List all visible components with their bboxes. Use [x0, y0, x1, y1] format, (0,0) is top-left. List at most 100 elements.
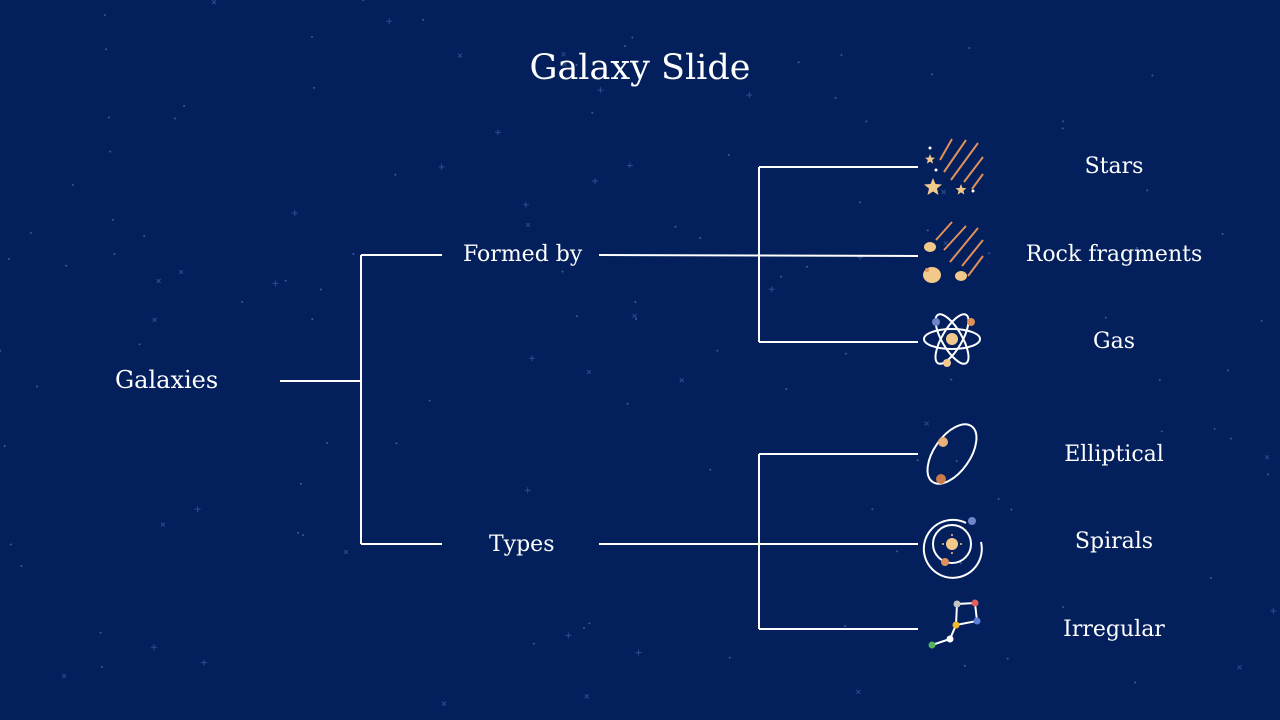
background-star	[896, 550, 899, 553]
background-star	[1213, 427, 1216, 430]
background-star	[522, 201, 529, 208]
background-star	[834, 96, 837, 99]
background-star	[529, 355, 536, 362]
background-star	[626, 402, 629, 405]
leaf-node-gas: Gas	[1093, 329, 1135, 354]
background-star	[178, 269, 184, 275]
background-star	[1237, 664, 1242, 670]
background-star	[302, 534, 304, 536]
background-star	[422, 18, 425, 21]
background-star	[313, 86, 315, 89]
background-star	[844, 625, 847, 628]
background-star	[699, 236, 702, 239]
background-star	[109, 150, 112, 153]
background-star	[1266, 473, 1269, 476]
background-star	[632, 313, 637, 319]
leaf-node-rock-fragments: Rock fragments	[1025, 242, 1203, 267]
background-star	[152, 317, 157, 323]
background-star	[311, 318, 314, 321]
background-star	[955, 460, 958, 462]
background-star	[865, 120, 868, 123]
leaf-node-spirals: Spirals	[1074, 529, 1154, 554]
background-star	[1158, 379, 1161, 382]
background-star	[291, 210, 298, 217]
background-star	[241, 300, 244, 303]
background-star	[386, 18, 393, 25]
background-star	[709, 468, 712, 471]
background-star	[1264, 454, 1270, 460]
background-star	[272, 280, 279, 287]
background-star	[855, 689, 861, 695]
background-star	[428, 399, 431, 402]
background-star	[441, 701, 447, 707]
background-star	[592, 177, 599, 184]
background-star	[99, 631, 102, 634]
background-star	[1160, 430, 1163, 433]
background-star	[871, 508, 874, 511]
background-star	[525, 222, 531, 228]
background-star	[575, 315, 578, 318]
background-star	[65, 264, 68, 267]
background-star	[626, 162, 633, 169]
background-star	[143, 235, 146, 238]
background-star	[0, 349, 2, 352]
background-star	[584, 693, 590, 699]
background-star	[100, 665, 103, 668]
background-star	[113, 252, 116, 255]
background-star	[156, 278, 161, 284]
background-star	[930, 73, 933, 76]
spiral-orbit-icon	[922, 517, 983, 579]
background-star	[1130, 337, 1133, 340]
background-star	[160, 522, 166, 527]
background-star	[395, 442, 398, 445]
background-star	[988, 252, 991, 255]
background-star	[716, 349, 719, 352]
background-star	[524, 487, 531, 494]
background-star	[457, 53, 463, 58]
atom-icon	[923, 313, 981, 367]
background-star	[634, 301, 637, 303]
background-star	[112, 218, 114, 221]
background-star	[9, 543, 12, 546]
background-star	[326, 442, 328, 444]
background-star	[746, 91, 753, 98]
background-star	[352, 252, 355, 255]
background-star	[797, 61, 800, 64]
background-star	[3, 445, 6, 448]
background-star	[438, 163, 445, 170]
background-star	[284, 279, 287, 282]
background-star	[840, 54, 843, 57]
background-star	[806, 265, 808, 268]
background-star	[297, 531, 299, 534]
background-star	[1104, 316, 1107, 319]
constellation-icon	[928, 599, 981, 649]
background-star	[183, 104, 186, 107]
slide-title: Galaxy Slide	[529, 48, 751, 88]
background-star	[586, 369, 592, 375]
background-star	[561, 51, 566, 57]
background-star	[635, 649, 642, 656]
background-star	[71, 183, 74, 186]
background-star	[926, 229, 929, 232]
background-star	[211, 0, 217, 5]
shooting-stars-icon	[924, 138, 984, 195]
background-star	[941, 189, 947, 195]
background-star	[859, 201, 861, 204]
background-star	[674, 225, 677, 228]
background-star	[950, 378, 953, 381]
background-star	[963, 664, 966, 667]
background-star	[343, 549, 349, 555]
background-star	[1270, 607, 1277, 614]
background-star	[36, 385, 39, 388]
background-star	[631, 36, 634, 39]
meteor-rocks-icon	[923, 221, 984, 283]
background-star	[845, 352, 847, 355]
background-star	[565, 632, 572, 639]
background-star	[780, 275, 782, 278]
leaf-node-irregular: Irregular	[1063, 617, 1165, 642]
background-star	[173, 117, 176, 120]
background-star	[1062, 120, 1065, 123]
background-star	[583, 627, 585, 630]
